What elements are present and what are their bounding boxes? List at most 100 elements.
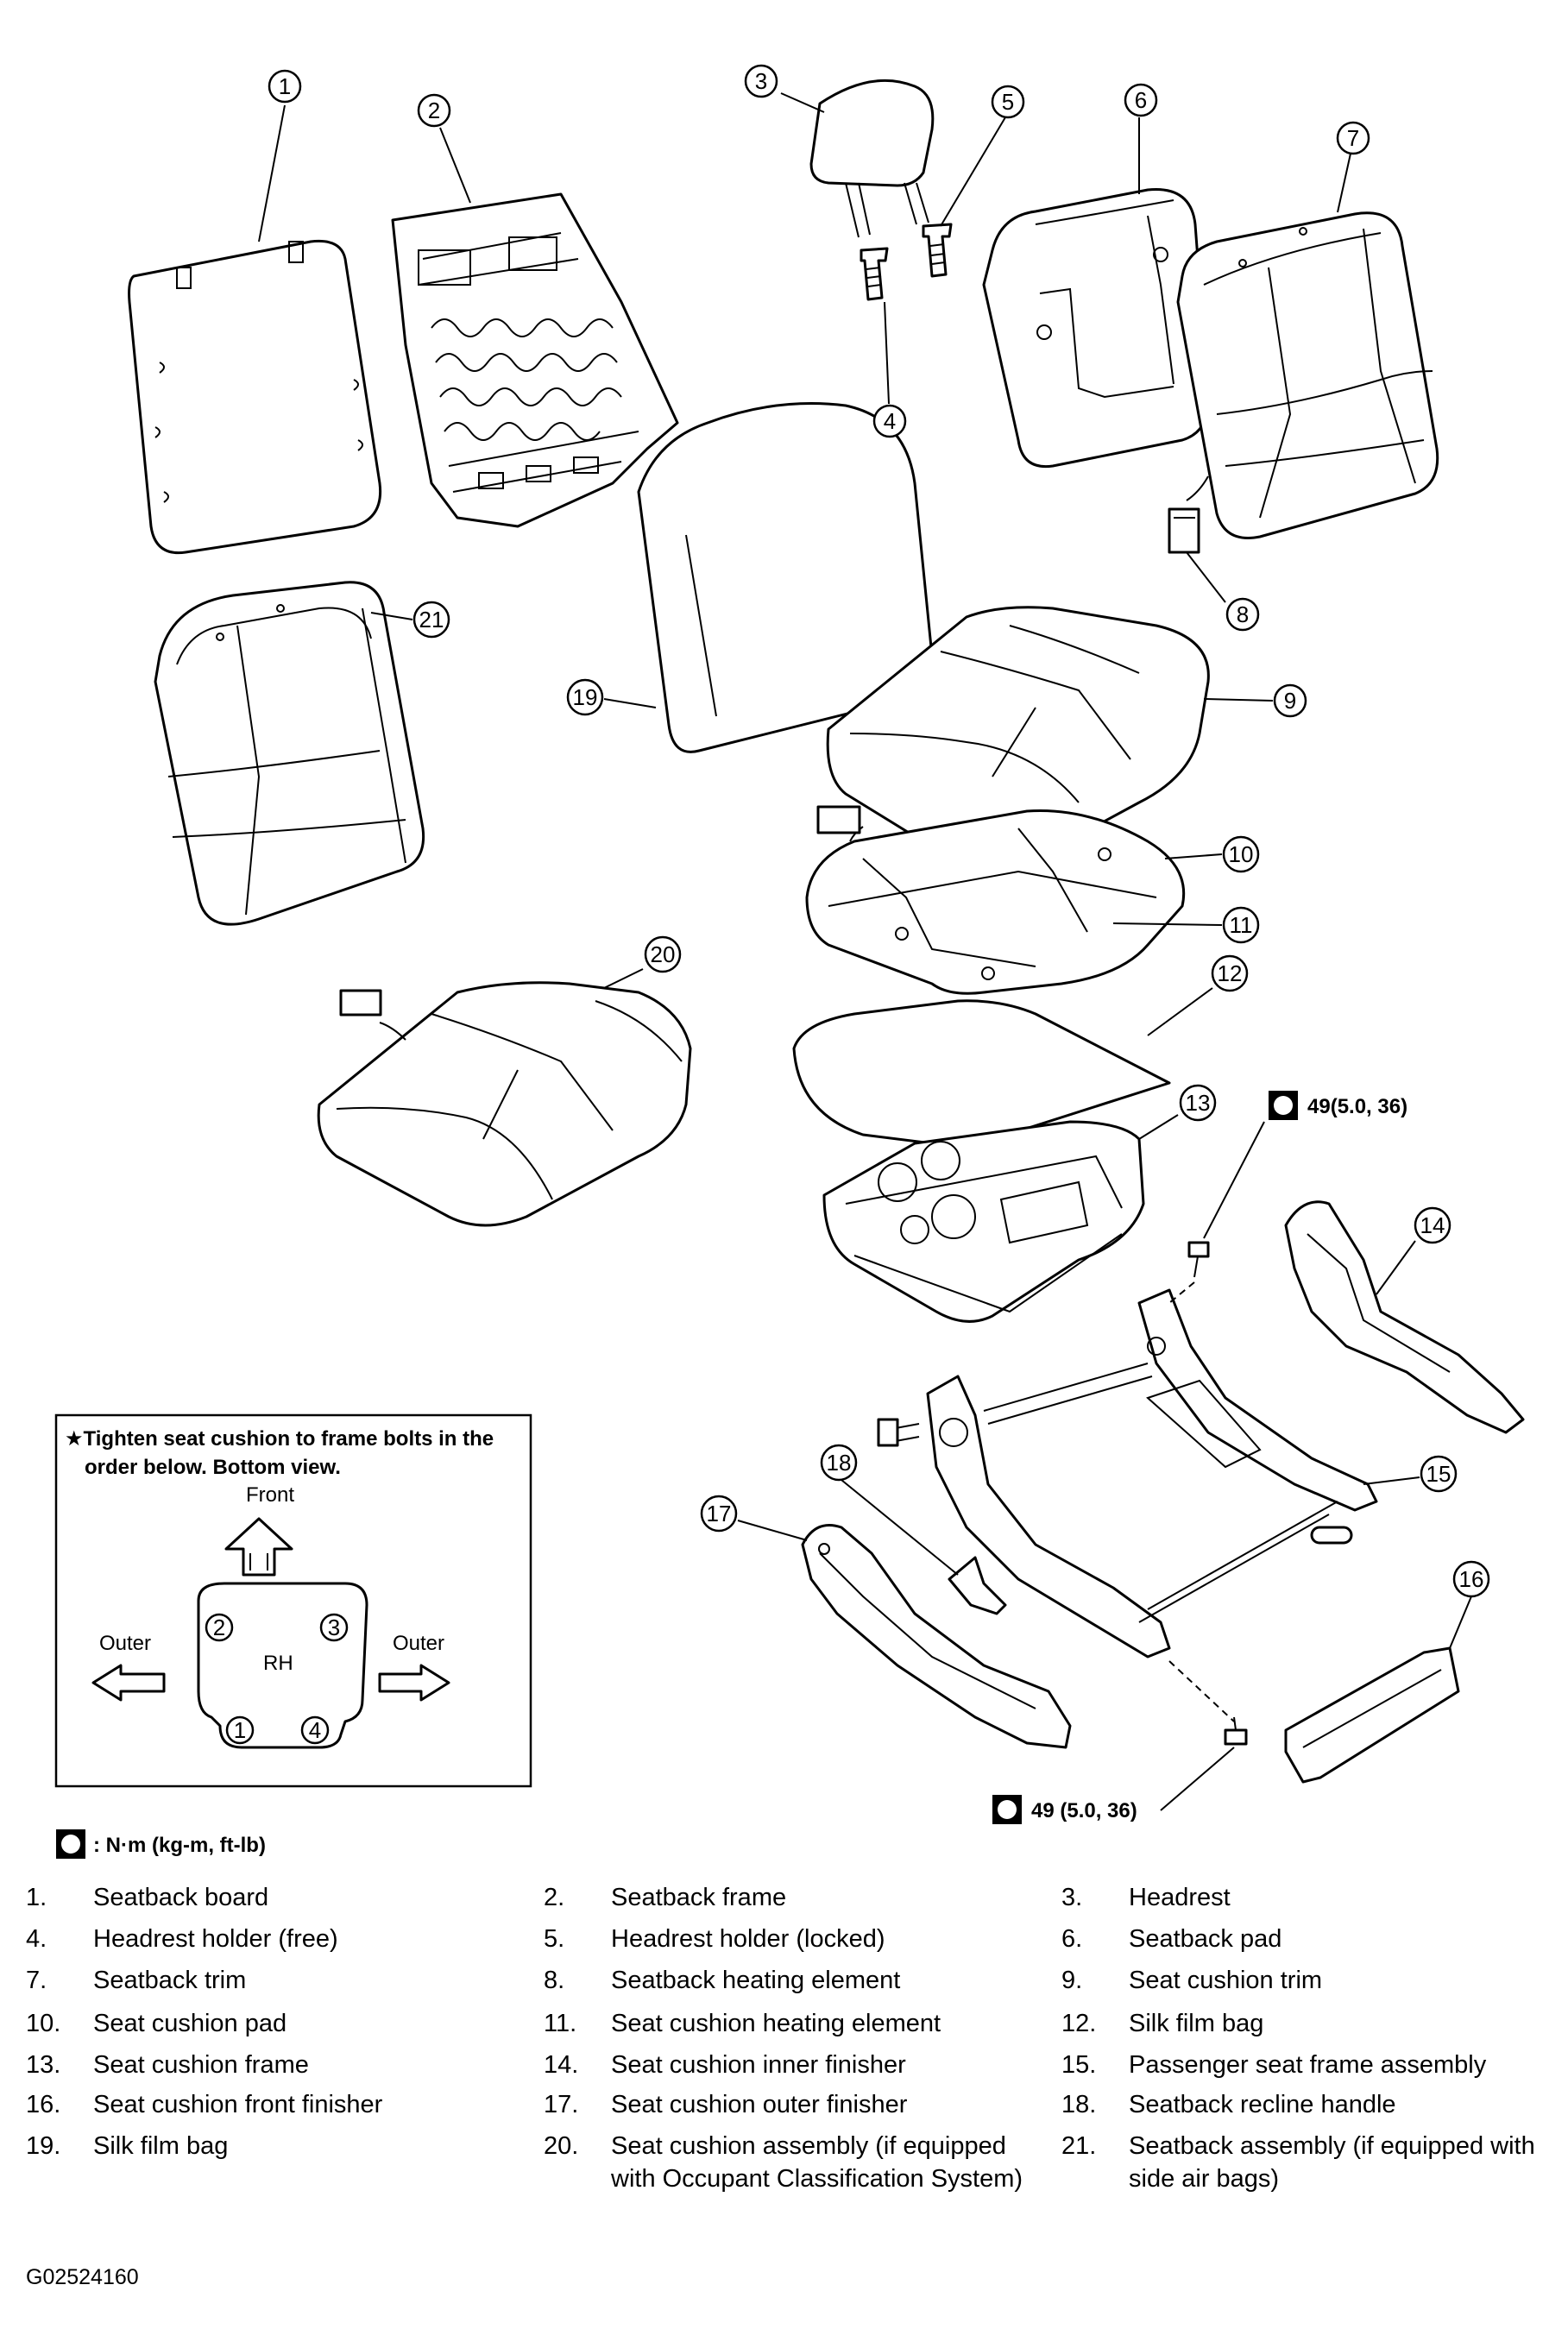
headrest-holder-locked	[922, 223, 953, 278]
svg-text:8: 8	[1237, 601, 1249, 627]
legend-number: 19.	[26, 2132, 61, 2160]
headrest	[809, 79, 935, 238]
legend-text: Seat cushion inner finisher	[611, 2051, 906, 2079]
legend-number: 21.	[1061, 2132, 1097, 2160]
svg-text:Outer: Outer	[393, 1632, 444, 1655]
seat-cushion-assembly	[317, 981, 692, 1227]
callout-14: 14	[1414, 1206, 1452, 1244]
legend-text: Headrest holder (locked)	[611, 1925, 885, 1953]
callout-13: 13	[1179, 1084, 1217, 1122]
seat-cushion-trim	[826, 606, 1210, 872]
seat-cushion-pad	[805, 809, 1186, 995]
legend-item: 19. Silk film bag	[26, 2130, 509, 2169]
callout-11: 11	[1222, 906, 1260, 944]
seatback-frame	[391, 192, 679, 528]
svg-text:15: 15	[1426, 1461, 1452, 1487]
legend-text: Seatback assembly (if equipped with side…	[1129, 2132, 1535, 2193]
legend-number: 14.	[544, 2051, 579, 2079]
svg-text:12: 12	[1218, 960, 1243, 986]
legend-item: 6.Seatback pad	[1061, 1923, 1545, 1962]
svg-text:2: 2	[213, 1615, 225, 1640]
exploded-seat-diagram: 1 2 3 4 5 6 7 8 9 10 11 12 13 14 15 16 1…	[54, 64, 1525, 1859]
callout-19: 19	[566, 678, 604, 716]
seat-cushion-front-finisher	[1284, 1646, 1460, 1784]
callout-3: 3	[744, 64, 778, 98]
svg-text:20: 20	[651, 941, 676, 967]
legend-number: 4.	[26, 1925, 47, 1953]
leader-lines	[258, 92, 1472, 1811]
svg-text:19: 19	[573, 684, 598, 710]
legend-text: Seat cushion trim	[1129, 1967, 1323, 1994]
svg-text:3: 3	[755, 68, 767, 94]
headrest-holder-free	[860, 247, 889, 301]
svg-text:4: 4	[309, 1717, 321, 1743]
torque-spec-upper: 49(5.0, 36)	[1269, 1091, 1407, 1120]
legend-text: Seat cushion front finisher	[93, 2091, 383, 2118]
seatback-pad	[982, 188, 1210, 469]
legend-number: 13.	[26, 2051, 61, 2079]
legend-item: 21. Seatback assembly (if equipped with s…	[1061, 2130, 1545, 2193]
legend-item: 14. Seat cushion inner finisher	[544, 2049, 1027, 2088]
svg-text:18: 18	[827, 1450, 852, 1476]
legend-text: Seatback recline handle	[1129, 2091, 1396, 2118]
legend-text: Passenger seat frame assembly	[1129, 2051, 1487, 2079]
svg-text:21: 21	[419, 607, 444, 633]
legend-number: 10.	[26, 2010, 61, 2037]
seatback-board	[128, 239, 382, 555]
legend-number: 5.	[544, 1925, 565, 1953]
legend-item: 16.Seat cushion front finisher	[26, 2088, 509, 2128]
legend-number: 1.	[26, 1884, 47, 1911]
legend-text: Silk film bag	[93, 2132, 229, 2160]
legend-text: Seatback board	[93, 1884, 269, 1911]
callout-21: 21	[412, 601, 450, 639]
legend-text: Seatback heating element	[611, 1967, 901, 1994]
legend-text: Seatback pad	[1129, 1925, 1282, 1953]
legend-text: Headrest	[1129, 1884, 1231, 1911]
svg-text:6: 6	[1135, 87, 1147, 113]
callout-18: 18	[820, 1444, 858, 1482]
svg-text:11: 11	[1230, 912, 1253, 938]
svg-text:★Tighten seat cushion to frame: ★Tighten seat cushion to frame bolts in …	[65, 1427, 494, 1451]
callout-12: 12	[1211, 954, 1249, 992]
legend-item: 12.Silk film bag	[1061, 2007, 1545, 2047]
torque-spec-lower: 49 (5.0, 36)	[992, 1795, 1137, 1824]
callout-2: 2	[417, 93, 451, 128]
legend-item: 3.Headrest	[1061, 1881, 1545, 1921]
legend-item: 11.Seat cushion heating element	[544, 2007, 1027, 2047]
legend-item: 13.Seat cushion frame	[26, 2049, 509, 2088]
legend-text: Seatback trim	[93, 1967, 247, 1994]
svg-text:17: 17	[707, 1501, 732, 1526]
legend-number: 9.	[1061, 1967, 1083, 1994]
svg-text:13: 13	[1186, 1090, 1211, 1116]
passenger-seat-frame-assembly	[877, 1288, 1378, 1659]
legend-item: 9. Seat cushion trim	[1061, 1964, 1545, 2004]
callout-4: 4	[872, 404, 907, 438]
svg-text:1: 1	[234, 1717, 246, 1743]
seat-cushion-outer-finisher	[801, 1524, 1072, 1749]
svg-text:: N·m (kg-m, ft-lb): : N·m (kg-m, ft-lb)	[93, 1834, 266, 1857]
svg-text:Outer: Outer	[99, 1632, 151, 1655]
svg-text:9: 9	[1284, 688, 1296, 714]
callout-5: 5	[991, 85, 1025, 119]
legend-item: 15.Passenger seat frame assembly	[1061, 2049, 1545, 2088]
legend-number: 18.	[1061, 2091, 1097, 2118]
callout-6: 6	[1124, 83, 1158, 117]
legend-item: 4.Headrest holder (free)	[26, 1923, 509, 1962]
svg-text:Front: Front	[246, 1483, 294, 1507]
legend-text: Seat cushion pad	[93, 2010, 287, 2037]
svg-text:5: 5	[1002, 89, 1014, 115]
callout-17: 17	[700, 1495, 738, 1533]
legend-item: 2.Seatback frame	[544, 1881, 1027, 1921]
legend-number: 20.	[544, 2132, 579, 2160]
callout-8: 8	[1225, 597, 1260, 632]
bolt-order-inset: ★Tighten seat cushion to frame bolts in …	[54, 1413, 532, 1788]
seatback-recline-handle	[948, 1556, 1007, 1615]
callout-10: 10	[1222, 835, 1260, 873]
legend-item: 7.Seatback trim	[26, 1964, 509, 2004]
bolt-upper	[1168, 1241, 1210, 1304]
seatback-assembly	[154, 581, 425, 926]
silk-film-bag-lower	[792, 999, 1171, 1149]
svg-text:14: 14	[1420, 1212, 1445, 1238]
legend-item: 17.Seat cushion outer finisher	[544, 2088, 1027, 2128]
callout-9: 9	[1273, 683, 1307, 718]
